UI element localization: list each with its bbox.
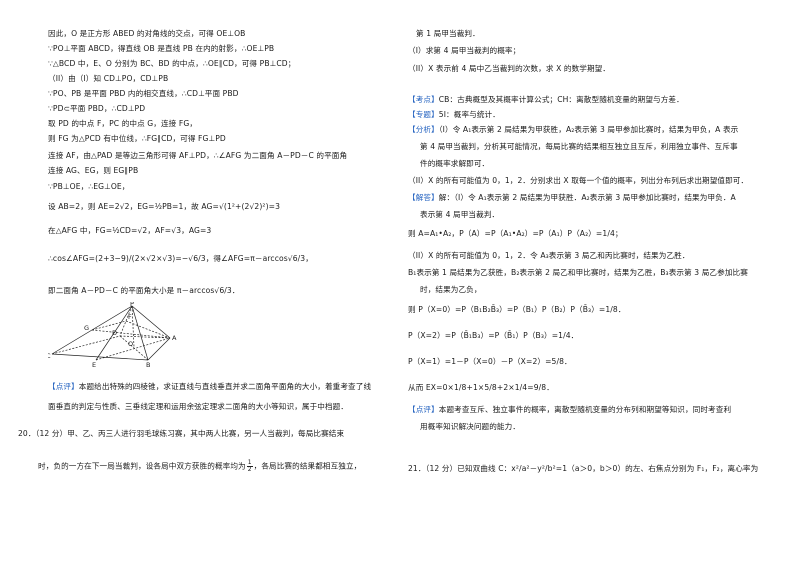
edge-cb [51,353,149,361]
text-line: ∵△BCD 中，E、O 分别为 BC、BD 的中点，∴OE∥CD，可得 PB⊥C… [48,59,296,68]
text-line: 连接 AF，由△PAD 是等边三角形可得 AF⊥PD，∴∠AFG 为二面角 A－… [48,151,348,160]
edge-pb [131,305,149,361]
question-21-line: 21．（12 分）已知双曲线 C：x²/a²－y²/b²=1（a＞0，b＞0）的… [408,464,759,473]
text-line: 即二面角 A－PD－C 的平面角大小是 π－arccos√6/3． [48,286,240,295]
text-line: 连接 AG、EG，则 EG∥PB [48,166,139,175]
text-line: （I）求第 4 局甲当裁判的概率； [408,46,521,55]
text-line: （II）X 的所有可能值为 0，1，2．令 A₃表示第 3 局乙和丙比赛时，结果… [408,251,690,260]
label-e: E [92,361,96,368]
text-line: 在△AFG 中，FG=½CD=√2，AF=√3，AG=3 [48,226,212,235]
text-line: 取 PD 的中点 F，PC 的中点 G，连接 FG， [48,119,198,128]
label-d: D [112,329,117,337]
edge-ga [91,329,171,339]
kaodian-tag: 【考点】 [408,95,439,104]
edge-pa [131,305,171,339]
text-line: ∵PB⊥OE，∴EG⊥OE， [48,182,130,191]
zhuanti-line: 【专题】5I：概率与统计． [408,110,500,119]
text-line: 用概率知识解决问题的能力． [420,422,521,431]
text-line: 从而 EX=0×1/8+1×5/8+2×1/4=9/8． [408,383,554,392]
label-a: A [172,334,177,342]
dianping-line: 【点评】本题考查互斥、独立事件的概率，离散型随机变量的分布列和期望等知识，同时考… [408,405,732,414]
edge-gf [91,320,127,331]
text-line: 设 AB=2，则 AE=2√2，EG=½PB=1，故 AG=√(1²+(2√2)… [48,202,281,211]
text-line: 则 P（X=0）=P（B₁B₂B̄₃）=P（B₁）P（B₂）P（B̄₃）=1/8… [408,305,626,314]
text-line: P（X=2）=P（B̄₁B₃）=P（B̄₁）P（B₃）=1/4． [408,331,579,340]
text-line: （II）X 的所有可能值为 0，1，2．分别求出 X 取每一个值的概率，列出分布… [408,176,749,185]
pyramid-figure: P G F D O A C E B [48,302,177,368]
text-line: 则 FG 为△PCD 有中位线，∴FG∥CD，可得 FG⊥PD [48,134,226,143]
text-line: 时，结果为乙负， [420,285,482,294]
label-p: P [130,302,134,308]
text-line: B₁表示第 1 局结果为乙获胜，B₂表示第 2 局乙和甲比赛时，结果为乙胜，B₃… [408,268,748,277]
comment-tag: 【点评】 [48,382,79,391]
edge-db [119,335,149,361]
text-line: 件的概率求解即可． [420,159,490,168]
text-line: ∵PO⊥平面 ABCD，得直线 OB 是直线 PB 在内的射影，∴OE⊥PB [48,44,275,53]
edge-pd [119,305,133,337]
text-line: （II）由（I）知 CD⊥PO，CD⊥PB [48,74,169,83]
label-b: B [146,361,150,368]
edge-da [119,335,171,339]
text-line: 表示第 4 局甲当裁判． [420,210,500,219]
jieda-tag: 【解答】 [408,193,439,202]
label-g: G [84,324,89,332]
text-line: ∵PO、PB 是平面 PBD 内的相交直线，∴CD⊥平面 PBD [48,89,239,98]
text-line: ∴cos∠AFG=(2+3−9)/(2×√2×√3)=−√6/3，得∠AFG=π… [48,254,313,263]
edge-fa [125,320,171,339]
label-o: O [128,340,133,348]
dianping-tag: 【点评】 [408,405,439,414]
text-line: 则 A=A₁•A₂，P（A）=P（A₁•A₂）=P（A₁）P（A₂）=1/4； [408,229,623,238]
kaodian-line: 【考点】CB：古典概型及其概率计算公式；CH：离散型随机变量的期望与方差． [408,95,684,104]
jieda-line: 【解答】解：（I）令 A₁表示第 2 局结果为甲获胜．A₂表示第 3 局甲参加比… [408,193,736,202]
edge-ba [147,337,171,361]
comment-line: 【点评】本题给出特殊的四棱锥，求证直线与直线垂直并求二面角平面角的大小，着重考查… [48,382,372,391]
text-line: （II）X 表示前 4 局中乙当裁判的次数，求 X 的数学期望． [408,64,611,73]
text-line: P（X=1）=1－P（X=0）－P（X=2）=5/8． [408,357,572,366]
zhuanti-tag: 【专题】 [408,110,439,119]
text-line: 因此，O 是正方形 ABED 的对角线的交点，可得 OE⊥OB [48,29,246,38]
comment-line: 面垂直的判定与性质、三垂线定理和运用余弦定理求二面角的大小等知识，属于中档题． [48,402,349,411]
question-20-line: 20．（12 分）甲、乙、丙三人进行羽毛球练习赛，其中两人比赛，另一人当裁判，每… [18,429,345,438]
label-f: F [128,313,132,321]
text-line: 第 4 局甲当裁判，分析其可能情况，每局比赛的结果相互独立且互斥，利用独立事件、… [420,142,738,151]
label-c: C [48,352,51,360]
text-line: 第 1 局甲当裁判． [416,29,480,38]
text-line: ∵PD⊂平面 PBD，∴CD⊥PD [48,104,146,113]
edge-ea [95,337,171,361]
edge-pe [95,305,133,361]
fenxi-line: 【分析】（I）令 A₁表示第 2 局结果为甲获胜，A₂表示第 3 局甲参加比赛时… [408,125,739,134]
fenxi-tag: 【分析】 [408,125,439,134]
edge-cd [51,335,121,355]
